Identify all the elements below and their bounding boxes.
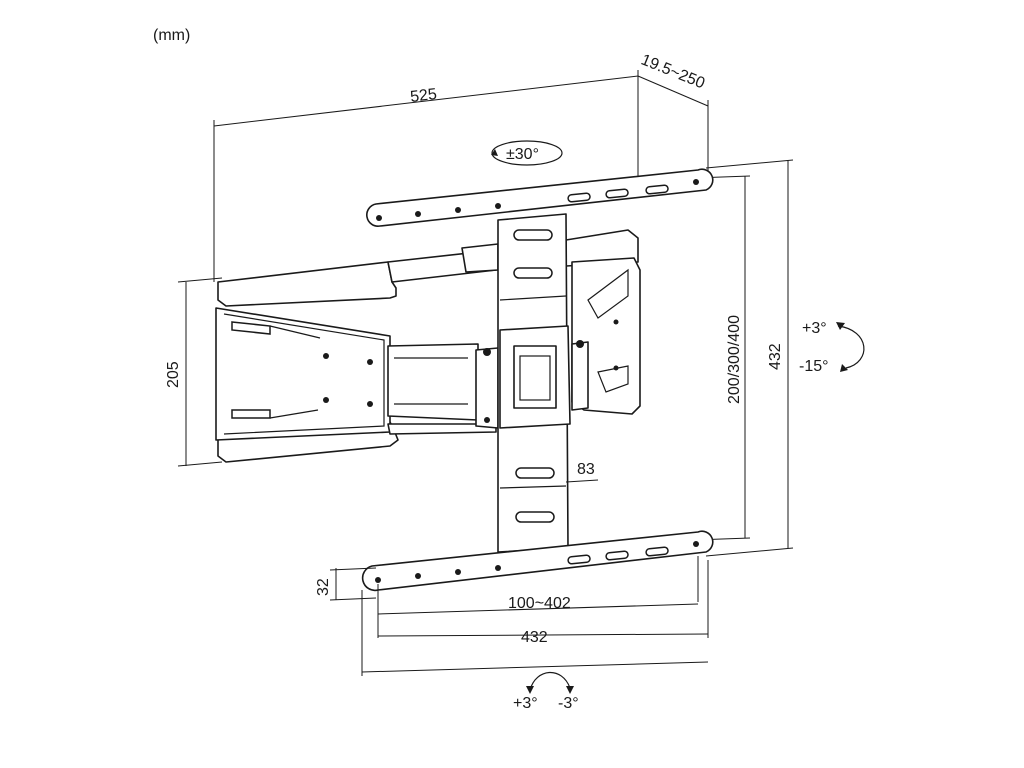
- wall-plate: [215, 261, 399, 463]
- overall-height-dimension: 432: [705, 159, 794, 557]
- overall-width-dimension: 525: [213, 70, 639, 282]
- wall-plate-height-dimension: 205: [165, 277, 223, 467]
- center-spine: [497, 213, 571, 553]
- articulating-arms: [387, 243, 499, 435]
- depth-range-dimension: 19.5~250: [637, 52, 709, 172]
- top-rail: [366, 168, 714, 227]
- tilt-down-label: -15°: [799, 358, 829, 375]
- right-arm-bracket: [565, 229, 641, 415]
- vesa-horizontal-dimension: 100~402: [377, 556, 699, 638]
- rail-height-label: 32: [315, 578, 332, 596]
- overall-height-label: 432: [767, 343, 784, 370]
- leveling-symbol: +3° -3°: [513, 671, 579, 712]
- rail-height-dimension: 32: [315, 567, 377, 601]
- level-minus-label: -3°: [558, 695, 579, 712]
- units-label: (mm): [153, 27, 190, 44]
- bottom-rail: [361, 530, 714, 592]
- wall-plate-height-label: 205: [165, 361, 182, 388]
- arm-width-label: 83: [577, 461, 595, 478]
- rail-length-label: 432: [521, 629, 548, 646]
- tilt-up-label: +3°: [802, 320, 827, 337]
- rail-length-dimension: 432: [361, 560, 709, 676]
- level-plus-label: +3°: [513, 695, 538, 712]
- overall-width-label: 525: [409, 86, 438, 106]
- tilt-symbol: +3° -15°: [799, 320, 865, 375]
- vesa-horizontal-label: 100~402: [508, 595, 571, 612]
- depth-range-label: 19.5~250: [638, 52, 707, 93]
- vesa-vertical-dimension: 200/300/400: [693, 175, 751, 541]
- swivel-label: ±30°: [506, 146, 539, 163]
- swivel-symbol: ±30°: [491, 140, 563, 166]
- arm-width-dimension: 83: [565, 461, 599, 483]
- vesa-vertical-label: 200/300/400: [726, 315, 743, 404]
